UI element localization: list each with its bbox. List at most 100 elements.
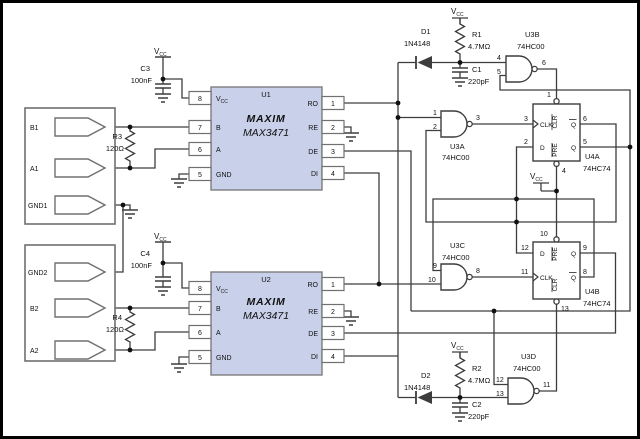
- u3a-in1: 1: [433, 110, 437, 117]
- ground-icon: [343, 316, 359, 326]
- svg-text:VCC: VCC: [530, 172, 543, 183]
- svg-text:VCC: VCC: [216, 96, 228, 105]
- u2-de-name: DE: [308, 331, 318, 338]
- u4b-q-label: Q: [571, 251, 576, 258]
- u4a-pin4: 4: [562, 168, 566, 175]
- u1-di-name: DI: [311, 171, 318, 178]
- u1-b-name: B: [216, 125, 221, 132]
- u3c-in9: 9: [433, 263, 437, 270]
- u3c-out: 8: [476, 268, 480, 275]
- c2-value: 220pF: [468, 412, 490, 421]
- u1-de-name: DE: [308, 149, 318, 156]
- u3d-ref: U3D: [521, 352, 537, 361]
- vcc-icon: VCC: [451, 341, 464, 352]
- r1-value: 4.7MΩ: [468, 42, 491, 51]
- u1-vcc-name: V: [216, 96, 221, 103]
- u1-pin6: 6: [198, 147, 202, 154]
- u1-pin4: 4: [331, 171, 335, 178]
- u4b-pin12: 12: [521, 245, 529, 252]
- diode-d1: D1 1N4148: [404, 27, 432, 69]
- u2-ro-name: RO: [308, 282, 319, 289]
- c4-value: 100nF: [131, 261, 153, 270]
- transceiver-u1: U1 MAXIM MAX3471 8 7 6 5 VCC B A GND 1 2…: [188, 86, 345, 191]
- c4-ref: C4: [140, 249, 150, 258]
- c1-ref: C1: [472, 65, 482, 74]
- u2-pin8: 8: [198, 286, 202, 293]
- u4a-pin5: 5: [583, 139, 587, 146]
- connector-pin-gnd1: [54, 195, 107, 215]
- u4a-clk-label: CLK: [540, 122, 553, 129]
- u4a-pin6: 6: [583, 116, 587, 123]
- ground-icon: [155, 93, 171, 103]
- u3d-out: 11: [543, 382, 550, 389]
- u2-pin5: 5: [198, 355, 202, 362]
- connector-pin-b2: [54, 298, 107, 318]
- vcc-label: V: [154, 232, 160, 241]
- nand-gate-u3d: 12 13 11 U3D 74HC00: [496, 352, 550, 405]
- u3d-in13: 13: [496, 391, 504, 398]
- u2-part: MAX3471: [243, 310, 289, 322]
- u2-gnd-name: GND: [216, 355, 232, 362]
- c3-ref: C3: [140, 64, 150, 73]
- nand-gate-u3a: 1 2 3 U3A 74HC00: [433, 110, 480, 162]
- maxim-logo: MAXIM: [247, 113, 286, 125]
- u3d-in12: 12: [496, 377, 504, 384]
- u4a-d-label: D: [540, 145, 545, 152]
- u2-pin3: 3: [331, 331, 335, 338]
- vcc-label: V: [530, 172, 536, 181]
- label-a1: A1: [30, 166, 39, 173]
- u3a-part: 74HC00: [442, 153, 470, 162]
- diode-d2: D2 1N4148: [404, 371, 432, 404]
- u4b-pin13: 13: [561, 306, 569, 313]
- u1-ref: U1: [261, 90, 271, 99]
- u1-part: MAX3471: [243, 127, 289, 139]
- u1-a-name: A: [216, 147, 221, 154]
- u2-vcc-name: V: [216, 286, 221, 293]
- u4a-q-label: Q: [571, 145, 576, 152]
- r3-value: 120Ω: [106, 144, 125, 153]
- u3b-ref: U3B: [525, 30, 540, 39]
- svg-text:VCC: VCC: [451, 341, 464, 352]
- u3a-in2: 2: [433, 124, 437, 131]
- connector-pin-a2: [54, 340, 107, 360]
- u4a-pre-label: PRE: [552, 143, 559, 157]
- vcc-label: V: [154, 47, 160, 56]
- ground-icon: [452, 77, 468, 87]
- u1-pin1: 1: [331, 101, 335, 108]
- u1-pin8: 8: [198, 96, 202, 103]
- ground-icon: [171, 363, 187, 373]
- u3a-out: 3: [476, 115, 480, 122]
- u2-di-name: DI: [311, 354, 318, 361]
- flipflop-u4b: D CLK PRE CLR Q Q 10 12 11 9 8 13 U4B 74…: [521, 231, 611, 313]
- vcc-icon: VCC: [154, 47, 171, 58]
- vcc-icon: VCC: [451, 7, 464, 18]
- u4b-d-label: D: [540, 251, 545, 258]
- u1-gnd-name: GND: [216, 172, 232, 179]
- u3b-in4: 4: [497, 55, 501, 62]
- u4b-pin8: 8: [583, 269, 587, 276]
- u2-pin4: 4: [331, 354, 335, 361]
- svg-text:VCC: VCC: [216, 286, 228, 295]
- u4b-part: 74HC74: [583, 299, 611, 308]
- u3c-part: 74HC00: [442, 253, 470, 262]
- r2-ref: R2: [472, 364, 482, 373]
- u3b-out: 6: [542, 60, 546, 67]
- connector-box-1: B1 A1 GND1: [24, 107, 116, 225]
- u3c-ref: U3C: [450, 241, 466, 250]
- u4a-ref: U4A: [585, 152, 600, 161]
- u4a-pin1: 1: [547, 92, 551, 99]
- ground-icons: [122, 77, 468, 422]
- d1-ref: D1: [421, 27, 431, 36]
- d2-value: 1N4148: [404, 383, 430, 392]
- u1-re-name: RE: [308, 125, 318, 132]
- u4b-pre-label: PRE: [552, 247, 559, 261]
- u4b-pin10: 10: [540, 231, 548, 238]
- vcc-label: V: [451, 7, 457, 16]
- connector-pin-gnd2: [54, 262, 107, 282]
- u2-ref: U2: [261, 275, 271, 284]
- svg-text:VCC: VCC: [154, 47, 167, 58]
- d2-ref: D2: [421, 371, 431, 380]
- vcc-label: V: [451, 341, 457, 350]
- vcc-icon: VCC: [530, 172, 543, 183]
